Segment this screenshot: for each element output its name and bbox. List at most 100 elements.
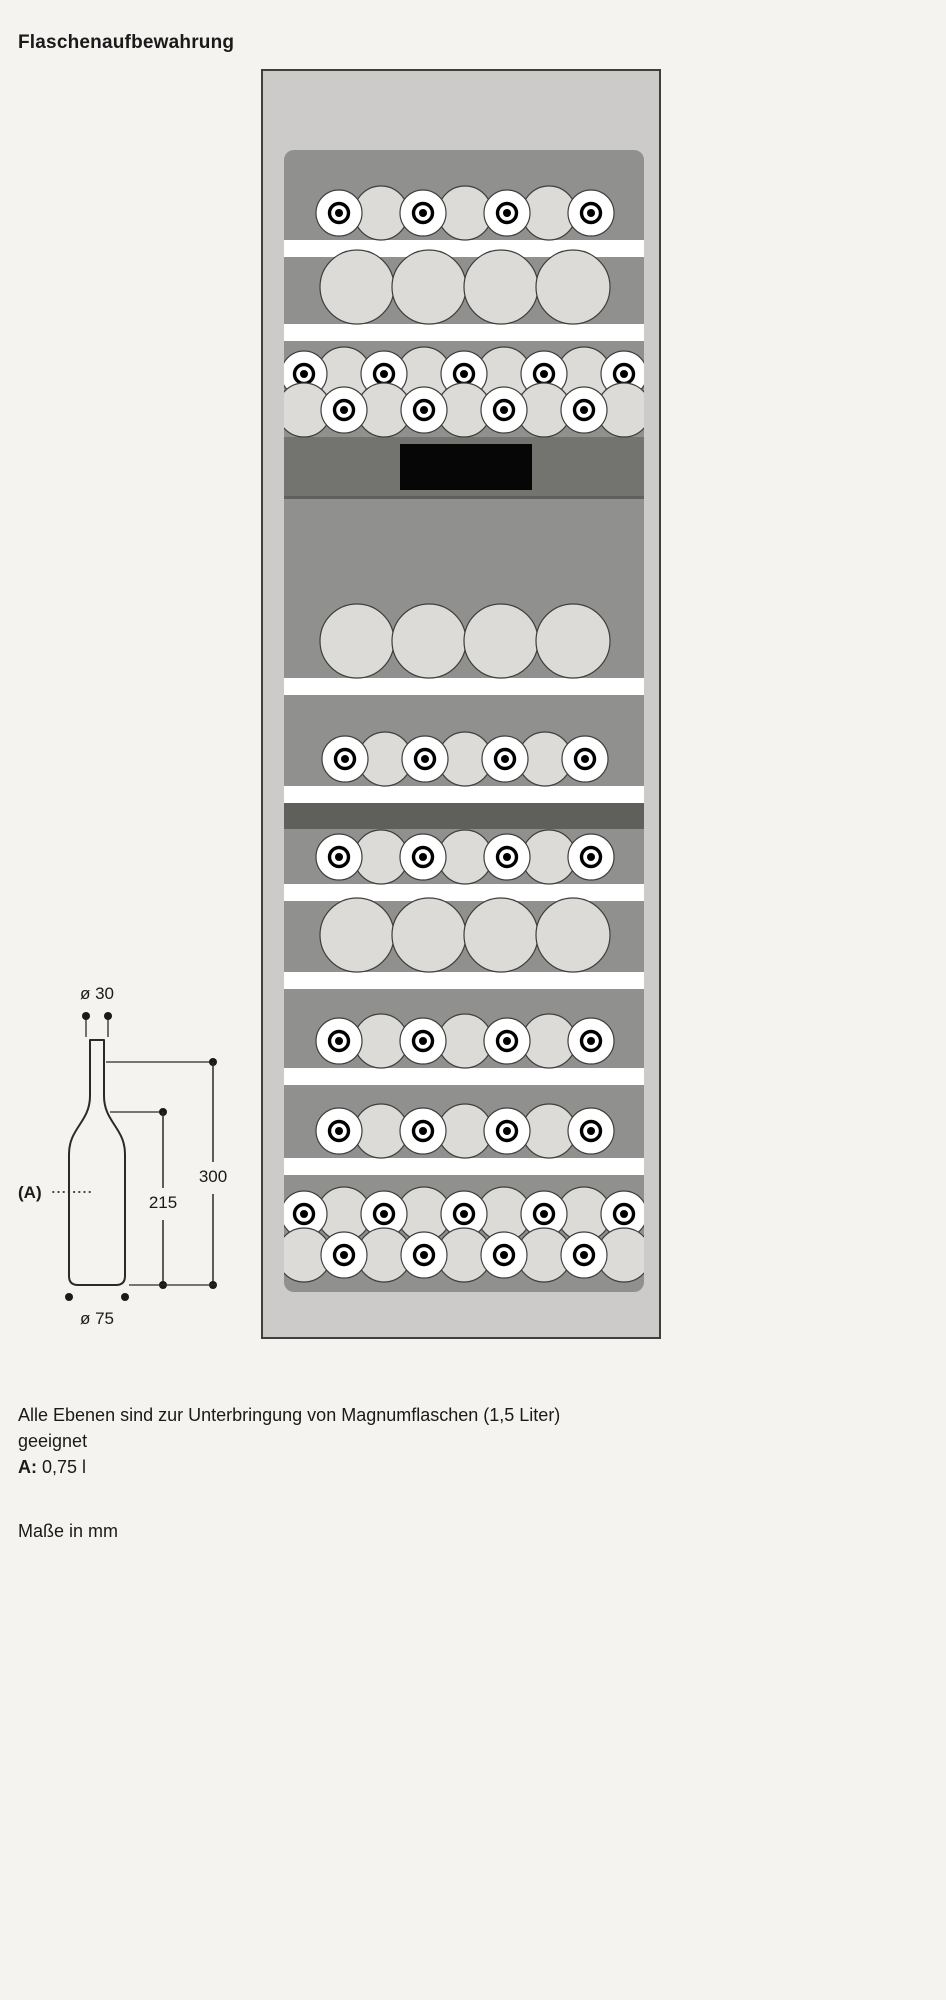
bottle-neck-ring xyxy=(492,1243,516,1267)
bottle-neck-ring xyxy=(412,1243,436,1267)
bottle-neck-ring xyxy=(579,201,603,225)
bottle-neck-dot xyxy=(587,1127,595,1135)
bottle-neck-dot xyxy=(340,1251,348,1259)
dim-dot xyxy=(121,1293,129,1301)
bottle-body xyxy=(463,603,539,679)
note-line-2: geeignet xyxy=(18,1431,88,1451)
bottle-neck-ring xyxy=(493,747,517,771)
shelf xyxy=(284,678,644,695)
bottle-neck-ring xyxy=(292,1202,316,1226)
display-panel xyxy=(400,444,532,490)
shelf xyxy=(284,972,644,989)
bottle-neck-dot xyxy=(540,370,548,378)
dim-300-label: 300 xyxy=(199,1167,227,1186)
bottle-neck-dot xyxy=(335,1037,343,1045)
bottle-neck-ring xyxy=(327,845,351,869)
bottle-neck-ring xyxy=(411,1029,435,1053)
bottle-neck-ring xyxy=(495,845,519,869)
bottle-neck-dot xyxy=(580,1251,588,1259)
bottle-neck-dot xyxy=(501,755,509,763)
bottle-neck-ring xyxy=(612,1202,636,1226)
dim-dot xyxy=(104,1012,112,1020)
note-a: A:0,75 l xyxy=(18,1454,560,1480)
bottle-body xyxy=(391,249,467,325)
dim-neck-label: ø 30 xyxy=(80,984,114,1003)
bottle-neck-ring xyxy=(579,1029,603,1053)
bottle-body xyxy=(391,603,467,679)
shelf xyxy=(284,324,644,341)
bottle-neck-dot xyxy=(420,406,428,414)
bottle-label-a: (A) xyxy=(18,1183,42,1202)
bottle-neck-dot xyxy=(335,209,343,217)
bottle-neck-dot xyxy=(419,1127,427,1135)
dim-body-label: ø 75 xyxy=(80,1309,114,1328)
bottle-neck-dot xyxy=(421,755,429,763)
bottle-outline xyxy=(68,1039,126,1286)
note-a-value: 0,75 l xyxy=(42,1457,87,1477)
bottle-neck-ring xyxy=(579,1119,603,1143)
bottle-neck-dot xyxy=(460,370,468,378)
bottle-neck-dot xyxy=(503,209,511,217)
shelf xyxy=(284,1068,644,1085)
bottle-body xyxy=(319,249,395,325)
bottle-neck-ring xyxy=(495,201,519,225)
bottle-neck-ring xyxy=(327,1029,351,1053)
bottle-body xyxy=(391,897,467,973)
display-band-edge xyxy=(284,496,644,499)
bottle-body xyxy=(535,603,611,679)
cabinet-cavity-group xyxy=(284,150,644,1292)
bottle-neck-dot xyxy=(587,1037,595,1045)
units-note: Maße in mm xyxy=(18,1521,119,1541)
zone-divider xyxy=(284,803,644,829)
bottle-neck-ring xyxy=(413,747,437,771)
bottle-neck-ring xyxy=(492,398,516,422)
bottle-storage-diagram: ø 30 (A) 215 300 xyxy=(18,69,661,1339)
bottle-body xyxy=(319,897,395,973)
bottle-neck-ring xyxy=(372,1202,396,1226)
bottle-neck-dot xyxy=(380,370,388,378)
bottle-neck-dot xyxy=(419,209,427,217)
bottle-neck-ring xyxy=(411,845,435,869)
shelf xyxy=(284,1158,644,1175)
bottle-neck-ring xyxy=(332,1243,356,1267)
bottle-body xyxy=(535,897,611,973)
bottle-neck-ring xyxy=(327,1119,351,1143)
bottle-neck-dot xyxy=(341,755,349,763)
bottle-neck-ring xyxy=(412,398,436,422)
bottle-neck-dot xyxy=(460,1210,468,1218)
bottle-neck-dot xyxy=(620,370,628,378)
page-title: Flaschenaufbewahrung xyxy=(18,32,235,53)
bottle-neck-dot xyxy=(580,406,588,414)
bottle-neck-ring xyxy=(573,747,597,771)
bottle-neck-dot xyxy=(587,209,595,217)
bottle-body xyxy=(463,249,539,325)
bottle-neck-dot xyxy=(503,1127,511,1135)
notes-block: Alle Ebenen sind zur Unterbringung von M… xyxy=(18,1402,560,1544)
bottle-neck-ring xyxy=(333,747,357,771)
bottle-neck-dot xyxy=(300,1210,308,1218)
bottle-neck-dot xyxy=(503,853,511,861)
bottle-neck-dot xyxy=(500,1251,508,1259)
bottle-body xyxy=(535,249,611,325)
bottle-neck-dot xyxy=(335,853,343,861)
bottle-neck-dot xyxy=(503,1037,511,1045)
bottle-neck-ring xyxy=(495,1119,519,1143)
shelf xyxy=(284,884,644,901)
shelf xyxy=(284,240,644,257)
dim-215-label: 215 xyxy=(149,1193,177,1212)
bottle-neck-dot xyxy=(335,1127,343,1135)
bottle-neck-dot xyxy=(587,853,595,861)
bottle-neck-ring xyxy=(332,398,356,422)
note-a-label: A: xyxy=(18,1457,37,1477)
shelf xyxy=(284,786,644,803)
bottle-dimension-drawing: ø 30 (A) 215 300 xyxy=(18,984,227,1328)
bottle-neck-dot xyxy=(420,1251,428,1259)
wine-cabinet xyxy=(261,69,661,1339)
bottle-neck-dot xyxy=(419,853,427,861)
dim-dot xyxy=(65,1293,73,1301)
bottle-neck-ring xyxy=(411,201,435,225)
bottle-neck-dot xyxy=(340,406,348,414)
bottle-neck-ring xyxy=(327,201,351,225)
dim-dot xyxy=(82,1012,90,1020)
